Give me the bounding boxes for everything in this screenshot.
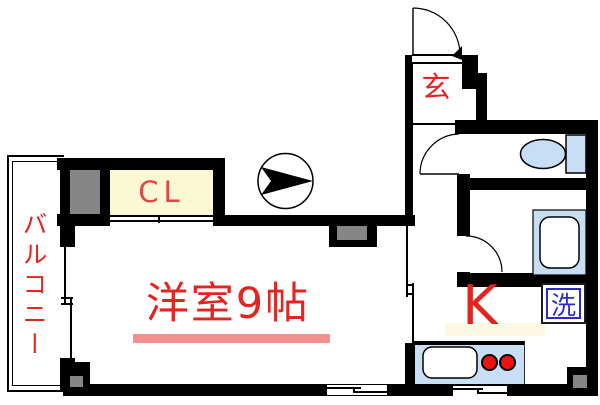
window-symbol: [61, 297, 73, 299]
bathtub-surround: [532, 209, 587, 276]
north-arrow-icon: [261, 167, 313, 195]
main-room-label: 洋室9帖: [145, 279, 311, 329]
wall-segment: [462, 55, 478, 75]
kitchen-counter: [413, 341, 525, 388]
wall-segment: [405, 55, 413, 226]
pillar: [70, 170, 100, 214]
wall-segment: [100, 170, 110, 214]
sliding-partition-symbol: [406, 284, 414, 286]
wall-segment: [455, 120, 598, 134]
pillar: [337, 226, 367, 240]
balcony-outline-outer: [7, 155, 64, 392]
entrance-label: 玄: [421, 70, 451, 104]
main-room-underline: [133, 334, 330, 343]
kitchen-highlight: [445, 323, 545, 336]
kitchen-window: [453, 386, 507, 396]
sliding-door-symbol: [110, 215, 213, 217]
entrance-door-arc: [412, 7, 461, 56]
wall-segment: [60, 226, 75, 247]
bathroom-doorway: [457, 235, 470, 273]
wall-segment: [586, 120, 598, 394]
bathroom-door-arc: [465, 235, 503, 273]
sliding-partition-symbol: [406, 226, 408, 297]
window-symbol: [61, 303, 73, 305]
entrance-step-line: [412, 123, 459, 125]
wall-segment: [457, 175, 470, 235]
window-symbol: [70, 297, 72, 358]
window-symbol: [477, 388, 479, 394]
toilet-doorway: [457, 133, 470, 175]
wall-segment: [476, 89, 487, 122]
toilet-bowl: [519, 138, 567, 170]
sliding-partition-symbol: [412, 283, 414, 343]
wall-segment: [405, 343, 415, 392]
wall-segment: [60, 158, 70, 226]
entrance-threshold: [412, 54, 462, 64]
window-symbol: [64, 247, 66, 304]
pillar: [573, 375, 587, 388]
closet-area: [110, 170, 213, 216]
window-symbol: [327, 387, 361, 389]
wall-segment: [57, 214, 110, 226]
bathtub: [539, 216, 580, 269]
main-room-window: [327, 385, 387, 395]
wall-segment: [462, 73, 487, 89]
laundry-label: 洗: [546, 288, 581, 320]
balcony-outline-inner: [12, 161, 64, 386]
wall-segment: [457, 178, 598, 190]
wall-segment: [213, 158, 225, 226]
compass-circle: [257, 152, 314, 210]
wall-segment: [57, 158, 225, 170]
toilet-door-arc: [419, 133, 460, 175]
toilet-tank: [565, 134, 587, 174]
window-symbol: [453, 388, 483, 390]
kitchen-label: K: [462, 274, 498, 337]
window-symbol: [477, 392, 507, 394]
balcony-label: バルコニー: [19, 210, 48, 361]
closet-label: CL: [138, 175, 185, 209]
sliding-door-symbol: [110, 220, 213, 222]
sliding-partition-symbol: [406, 293, 414, 295]
window-symbol: [353, 391, 387, 393]
window-symbol: [353, 387, 355, 393]
pillar: [70, 376, 83, 387]
sliding-door-symbol: [158, 215, 160, 223]
laundry-box: 洗: [541, 283, 586, 324]
wall-segment: [225, 215, 415, 226]
